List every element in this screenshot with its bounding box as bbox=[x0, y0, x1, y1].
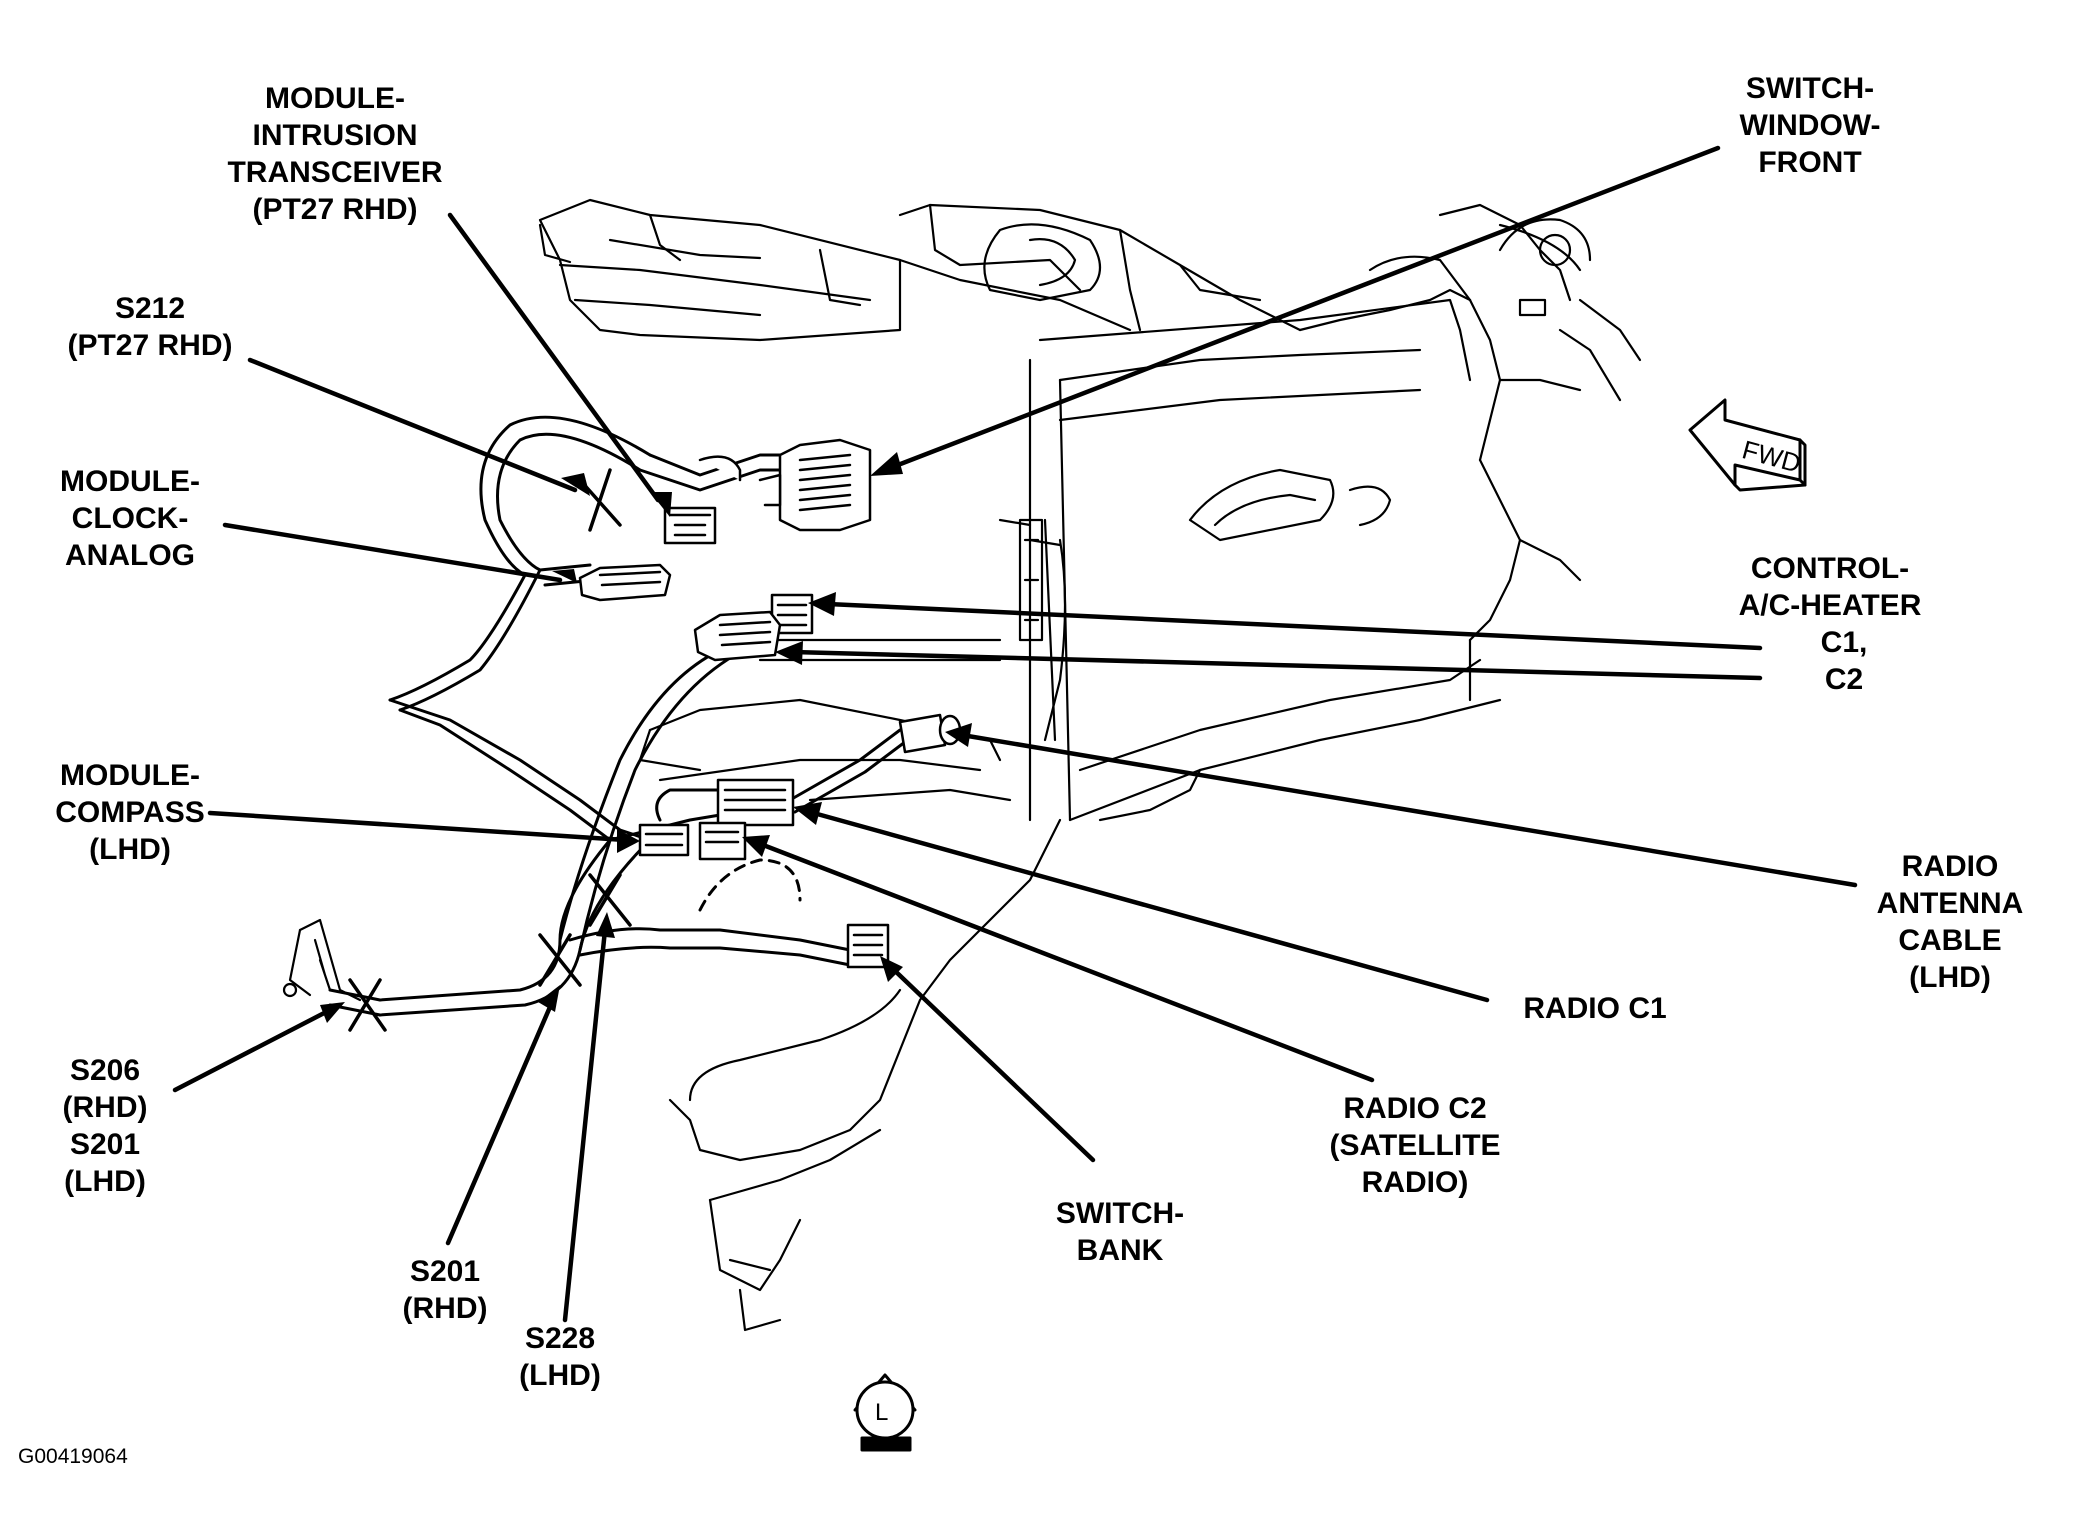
label-line: (LHD) bbox=[519, 1359, 601, 1392]
label-line: (SATELLITE bbox=[1329, 1129, 1501, 1162]
compass-connector bbox=[638, 823, 690, 857]
label-radio-c1: RADIO C1 bbox=[1495, 990, 1695, 1027]
label-module-intrusion-transceiver: MODULE- INTRUSION TRANSCEIVER (PT27 RHD) bbox=[215, 80, 455, 228]
label-line: S201 bbox=[69, 1128, 141, 1161]
l-label: L bbox=[875, 1399, 888, 1426]
arrow-radio-antenna bbox=[959, 732, 1858, 888]
arrow-module-compass bbox=[207, 810, 628, 843]
label-line: C1, bbox=[1820, 626, 1868, 659]
label-module-clock-analog: MODULE- CLOCK- ANALOG bbox=[40, 463, 220, 574]
label-line: MODULE- bbox=[265, 82, 405, 115]
label-line: (LHD) bbox=[89, 833, 171, 866]
arrow-module-intrusion bbox=[447, 212, 661, 503]
label-line: (RHD) bbox=[62, 1091, 148, 1124]
arrow-module-clock bbox=[222, 522, 563, 583]
label-switch-window-front: SWITCH- WINDOW- FRONT bbox=[1710, 70, 1910, 181]
radio-c2-connector bbox=[698, 821, 747, 861]
label-line: S201 bbox=[409, 1255, 481, 1288]
clock-analog-connector bbox=[578, 563, 672, 602]
label-line: CONTROL- bbox=[1750, 552, 1910, 585]
label-line: RADIO bbox=[1901, 850, 1999, 883]
label-line: WINDOW- bbox=[1739, 109, 1881, 142]
arrow-s206 bbox=[172, 1007, 333, 1093]
label-s228: S228 (LHD) bbox=[500, 1320, 620, 1394]
radio-c1-connector bbox=[716, 778, 795, 827]
arrow-radio-c2 bbox=[755, 840, 1375, 1083]
arrow-switch-window-front bbox=[882, 145, 1721, 473]
label-line: COMPASS bbox=[55, 796, 205, 829]
view-direction-l-symbol: L bbox=[853, 1373, 917, 1452]
label-line: CLOCK- bbox=[71, 502, 189, 535]
label-line: (LHD) bbox=[64, 1165, 146, 1198]
instrument-panel-structure bbox=[282, 198, 1642, 1332]
label-s212: S212 (PT27 RHD) bbox=[45, 290, 255, 364]
arrow-s201-rhd bbox=[445, 997, 556, 1246]
label-line: (PT27 RHD) bbox=[252, 193, 418, 226]
label-line: S206 bbox=[69, 1054, 141, 1087]
leader-arrows bbox=[172, 145, 1858, 1323]
label-line: (LHD) bbox=[1909, 961, 1991, 994]
label-line: BANK bbox=[1076, 1234, 1164, 1267]
label-line: A/C-HEATER bbox=[1738, 589, 1922, 622]
splice-marks bbox=[348, 468, 632, 1032]
label-line: S228 bbox=[524, 1322, 596, 1355]
ac-heater-c2-connector bbox=[693, 610, 782, 662]
label-line: RADIO C1 bbox=[1523, 992, 1667, 1025]
switch-window-front-connector bbox=[698, 438, 872, 532]
top-right-circular-part bbox=[1498, 218, 1592, 317]
label-line: CABLE bbox=[1898, 924, 2002, 957]
arrow-s212 bbox=[247, 357, 578, 493]
arrow-ac-c2 bbox=[790, 649, 1763, 681]
figure-code: G00419064 bbox=[18, 1445, 128, 1468]
label-line: MODULE- bbox=[60, 465, 200, 498]
label-module-compass: MODULE- COMPASS (LHD) bbox=[35, 757, 225, 868]
fwd-arrow-symbol: FWD bbox=[1688, 398, 1807, 492]
label-radio-c2: RADIO C2 (SATELLITE RADIO) bbox=[1300, 1090, 1530, 1201]
arrow-heads bbox=[320, 452, 972, 1023]
label-line: INTRUSION bbox=[252, 119, 418, 152]
label-line: RADIO) bbox=[1361, 1166, 1469, 1199]
arrow-radio-c1 bbox=[807, 809, 1490, 1003]
label-line: SWITCH- bbox=[1745, 72, 1875, 105]
label-switch-bank: SWITCH- BANK bbox=[1040, 1195, 1200, 1269]
label-line: SWITCH- bbox=[1055, 1197, 1185, 1230]
arrow-s228 bbox=[562, 927, 608, 1323]
label-line: (PT27 RHD) bbox=[67, 329, 233, 362]
label-line: TRANSCEIVER bbox=[227, 156, 443, 189]
label-radio-antenna-cable: RADIO ANTENNA CABLE (LHD) bbox=[1860, 848, 2040, 996]
label-line: C2 bbox=[1824, 663, 1864, 696]
arrow-ac-c1 bbox=[825, 601, 1763, 651]
label-s201-rhd: S201 (RHD) bbox=[385, 1253, 505, 1327]
label-line: RADIO C2 bbox=[1343, 1092, 1487, 1125]
label-line: ANTENNA bbox=[1876, 887, 2024, 920]
arrow-switch-bank bbox=[889, 965, 1096, 1163]
intrusion-transceiver-connector bbox=[663, 506, 717, 545]
label-line: MODULE- bbox=[60, 759, 200, 792]
label-line: ANALOG bbox=[65, 539, 195, 572]
label-line: S212 bbox=[114, 292, 186, 325]
label-control-ac-heater: CONTROL- A/C-HEATER C1, C2 bbox=[1720, 550, 1940, 698]
label-s206-s201: S206 (RHD) S201 (LHD) bbox=[45, 1052, 165, 1200]
label-line: FRONT bbox=[1758, 146, 1862, 179]
connectors bbox=[578, 438, 962, 969]
label-line: (RHD) bbox=[402, 1292, 488, 1325]
